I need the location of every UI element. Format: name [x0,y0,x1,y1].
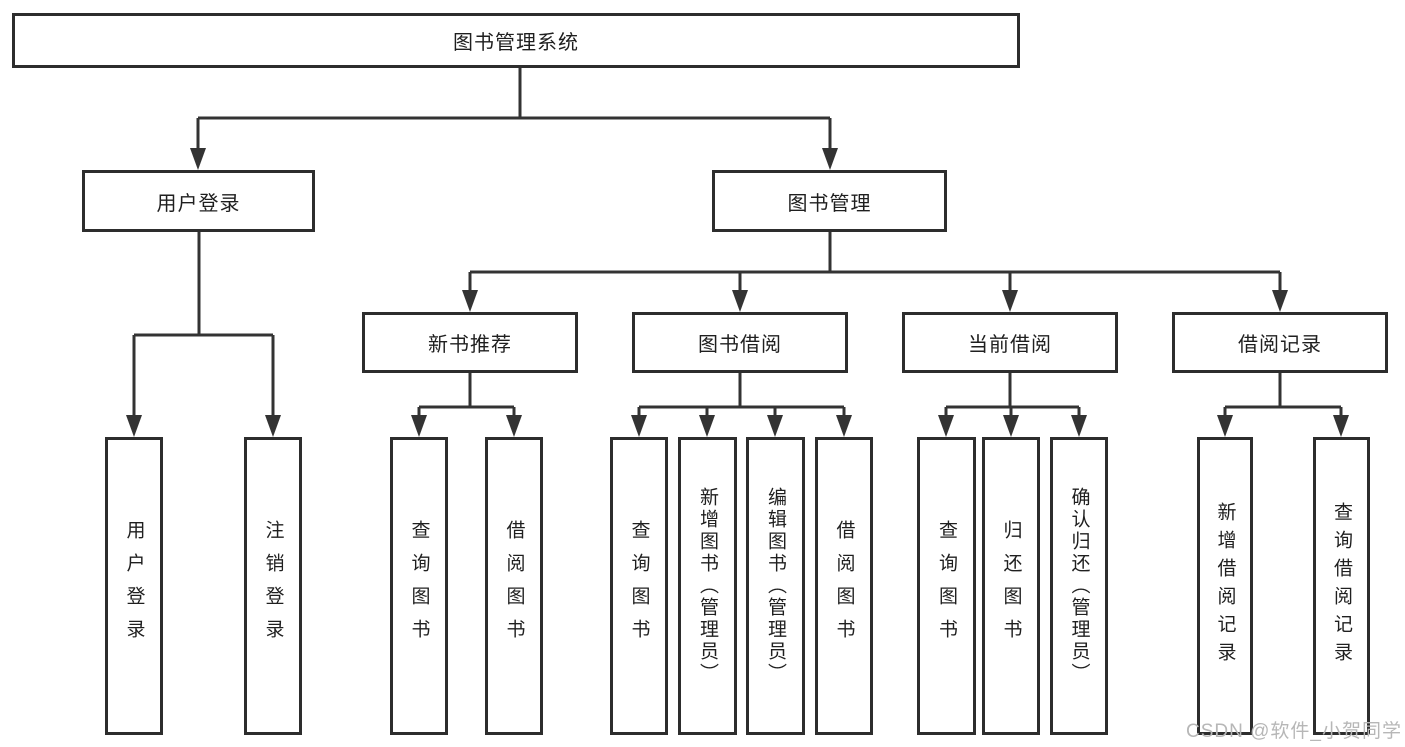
arrow-down-icon [265,415,281,437]
arrow-down-icon [1002,290,1018,312]
connector-borrowrecord-to-leaves [1223,372,1343,417]
connector-userlogin-to-leaves [132,231,275,417]
node-new-book-recommend: 新书推荐 [362,312,578,373]
leaf-current-return-books: 归还图书 [982,437,1040,735]
connector-bookmgmt-to-level3 [468,231,1282,292]
node-label: 编辑图书（管理员） [765,487,786,685]
arrow-down-icon [938,415,954,437]
node-label: 图书管理系统 [453,32,579,54]
arrow-down-icon [1003,415,1019,437]
node-label: 确认归还（管理员） [1068,487,1090,685]
connector-currentborrow-to-leaves [944,372,1081,417]
arrow-down-icon [190,148,206,170]
node-label: 借阅图书 [833,520,855,652]
node-label: 注销登录 [262,520,284,652]
node-book-management: 图书管理 [712,170,947,232]
node-label: 借阅记录 [1238,334,1322,356]
arrow-down-icon [506,415,522,437]
leaf-current-query-books: 查询图书 [917,437,976,735]
arrow-down-icon [1071,415,1087,437]
leaf-record-query-borrow-record: 查询借阅记录 [1313,437,1370,735]
arrow-down-icon [411,415,427,437]
leaf-borrow-borrow-books: 借阅图书 [815,437,873,735]
arrow-down-icon [732,290,748,312]
leaf-newbook-borrow-books: 借阅图书 [485,437,543,735]
node-label: 查询借阅记录 [1331,502,1352,670]
node-label: 图书借阅 [698,334,782,356]
arrow-down-icon [631,415,647,437]
node-library-management-system: 图书管理系统 [12,13,1020,68]
leaf-newbook-query-books: 查询图书 [390,437,448,735]
node-label: 新增借阅记录 [1214,502,1236,670]
node-user-login: 用户登录 [82,170,315,232]
arrow-down-icon [767,415,783,437]
node-current-borrow: 当前借阅 [902,312,1118,373]
leaf-user-logout: 注销登录 [244,437,302,735]
connector-newbook-to-leaves [417,372,516,417]
leaf-borrow-query-books: 查询图书 [610,437,668,735]
arrowheads [126,148,1349,437]
node-label: 当前借阅 [968,334,1052,356]
csdn-watermark: CSDN @软件_小贺同学 [1186,721,1402,742]
arrow-down-icon [699,415,715,437]
arrow-down-icon [462,290,478,312]
arrow-down-icon [822,148,838,170]
node-label: 用户登录 [123,520,145,652]
node-label: 查询图书 [408,520,430,652]
leaf-user-login: 用户登录 [105,437,163,735]
node-label: 借阅图书 [503,520,525,652]
arrow-down-icon [1272,290,1288,312]
arrow-down-icon [836,415,852,437]
connector-root-to-level2 [196,67,832,150]
leaf-record-add-borrow-record: 新增借阅记录 [1197,437,1253,735]
node-label: 用户登录 [156,192,241,215]
node-borrow-record: 借阅记录 [1172,312,1388,373]
leaf-borrow-add-books-admin: 新增图书（管理员） [678,437,737,735]
node-label: 新书推荐 [428,334,512,356]
node-label: 图书管理 [787,192,872,215]
node-label: 查询图书 [936,520,957,652]
arrow-down-icon [1217,415,1233,437]
connector-bookborrow-to-leaves [637,372,846,417]
arrow-down-icon [1333,415,1349,437]
node-label: 新增图书（管理员） [697,487,718,685]
leaf-borrow-edit-books-admin: 编辑图书（管理员） [746,437,805,735]
arrow-down-icon [126,415,142,437]
node-label: 查询图书 [628,520,650,652]
leaf-current-confirm-return-admin: 确认归还（管理员） [1050,437,1108,735]
node-book-borrow: 图书借阅 [632,312,848,373]
node-label: 归还图书 [1000,520,1022,652]
